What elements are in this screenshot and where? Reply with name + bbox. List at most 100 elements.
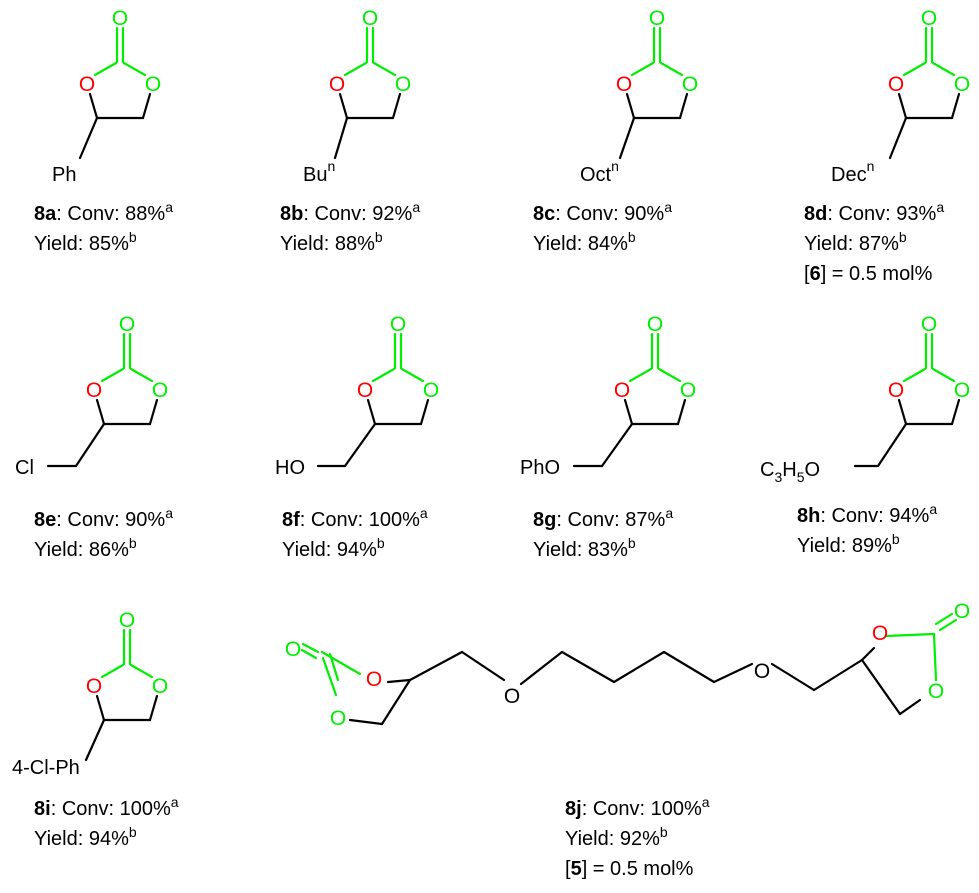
compound-id: 8i [34,798,51,820]
compound-id: 8e [34,509,56,531]
catalyst-id: 6 [810,263,821,285]
svg-text:Yield: 94%b: Yield: 94%b [282,535,385,561]
caption-8i: 8i: Conv: 100%a Yield: 94%b [34,794,179,850]
substituent-superscript: n [611,158,619,174]
yield-note: b [892,531,900,547]
substituent-label: Bu [303,164,327,186]
conv-note: a [165,199,173,215]
conv-note: a [929,501,937,517]
substituent-superscript: n [867,158,875,174]
yield-note: b [377,535,385,551]
substituent-label: PhO [520,457,560,479]
svg-text:Yield: 83%b: Yield: 83%b [533,535,636,561]
svg-text:[6] = 0.5 mol%: [6] = 0.5 mol% [804,263,933,285]
compound-id: 8h [797,505,820,527]
yield-note: b [628,535,636,551]
yield-note: b [628,229,636,245]
molecule-8j: O O O O O O O O [285,600,970,730]
conv-note: a [412,199,420,215]
yield-value: Yield: 84% [533,233,628,255]
conv-note: a [665,505,673,521]
atom-o: O [366,668,382,691]
substituent-label: C3H5O [760,459,820,485]
yield-note: b [899,229,907,245]
svg-text:8i: Conv: 100%a: 8i: Conv: 100%a [34,794,179,820]
conv-note: a [702,794,710,810]
atom-o: O [928,680,944,703]
molecule-8a: Ph [52,5,163,186]
conv-note: a [165,505,173,521]
molecule-8b: Bun [303,5,413,186]
svg-text:Yield: 94%b: Yield: 94%b [34,824,137,850]
molecule-8i: 4-Cl-Ph [12,607,170,779]
conv-note: a [664,199,672,215]
conv-note: a [936,199,944,215]
yield-value: Yield: 89% [797,535,892,557]
conv-value: Conv: 100% [593,798,702,820]
substituent-label: Dec [831,164,867,186]
yield-value: Yield: 83% [533,539,628,561]
caption-8h: 8h: Conv: 94%a Yield: 89%b [797,501,937,557]
svg-text:[5] = 0.5 mol%: [5] = 0.5 mol% [565,858,694,880]
svg-text:Octn: Octn [580,158,619,186]
caption-8g: 8g: Conv: 87%a Yield: 83%b [533,505,673,561]
substituent-label: Oct [580,164,612,186]
compound-id: 8f [282,509,300,531]
caption-8b: 8b: Conv: 92%a Yield: 88%b [280,199,420,255]
svg-text:8h: Conv: 94%a: 8h: Conv: 94%a [797,501,937,527]
svg-text:8c: Conv: 90%a: 8c: Conv: 90%a [533,199,672,225]
conv-value: Conv: 92% [314,203,412,225]
catalyst-id: 5 [571,858,582,880]
compound-id: 8a [34,203,57,225]
conv-note: a [171,794,179,810]
svg-text:Yield: 89%b: Yield: 89%b [797,531,900,557]
svg-text:8j: Conv: 100%a: 8j: Conv: 100%a [565,794,710,820]
svg-text:8a: Conv: 88%a: 8a: Conv: 88%a [34,199,173,225]
svg-text:Yield: 88%b: Yield: 88%b [280,229,383,255]
conv-value: Conv: 94% [831,505,929,527]
caption-8e: 8e: Conv: 90%a Yield: 86%b [34,505,173,561]
yield-note: b [660,824,668,840]
svg-text:8b: Conv: 92%a: 8b: Conv: 92%a [280,199,420,225]
substituent-superscript: n [327,158,335,174]
atom-o: O [754,660,770,683]
yield-note: b [129,824,137,840]
svg-text:Yield: 84%b: Yield: 84%b [533,229,636,255]
yield-value: Yield: 94% [34,828,129,850]
svg-text:Bun: Bun [303,158,335,186]
substituent-label: 4-Cl-Ph [12,757,80,779]
svg-text:8d: Conv: 93%a: 8d: Conv: 93%a [804,199,944,225]
compound-id: 8b [280,203,303,225]
caption-8a: 8a: Conv: 88%a Yield: 85%b [34,199,173,255]
caption-8f: 8f: Conv: 100%a Yield: 94%b [282,505,428,561]
svg-text:8f: Conv: 100%a: 8f: Conv: 100%a [282,505,428,531]
conv-value: Conv: 90% [566,203,664,225]
svg-text:Decn: Decn [831,158,874,186]
molecule-8e: Cl [15,311,170,479]
svg-text:8e: Conv: 90%a: 8e: Conv: 90%a [34,505,173,531]
yield-value: Yield: 85% [34,233,129,255]
atom-o: O [872,622,888,645]
yield-value: Yield: 92% [565,828,660,850]
caption-8j: 8j: Conv: 100%a Yield: 92%b [5] = 0.5 mo… [565,794,710,880]
compound-id: 8d [804,203,827,225]
substituent-label: HO [275,457,305,479]
svg-text:Yield: 87%b: Yield: 87%b [804,229,907,255]
molecule-8f: HO [275,311,441,479]
conv-value: Conv: 88% [67,203,165,225]
caption-8c: 8c: Conv: 90%a Yield: 84%b [533,199,672,255]
yield-value: Yield: 88% [280,233,375,255]
conv-value: Conv: 100% [311,509,420,531]
yield-note: b [375,229,383,245]
svg-text:8g: Conv: 87%a: 8g: Conv: 87%a [533,505,673,531]
molecule-8h: C3H5O [760,311,972,485]
compound-id: 8g [533,509,556,531]
catalyst-loading: = 0.5 mol% [587,858,693,880]
svg-text:Yield: 92%b: Yield: 92%b [565,824,668,850]
atom-o: O [954,600,970,623]
molecule-8c: Octn [580,5,700,186]
yield-note: b [129,229,137,245]
conv-value: Conv: 87% [567,509,665,531]
yield-note: b [129,535,137,551]
